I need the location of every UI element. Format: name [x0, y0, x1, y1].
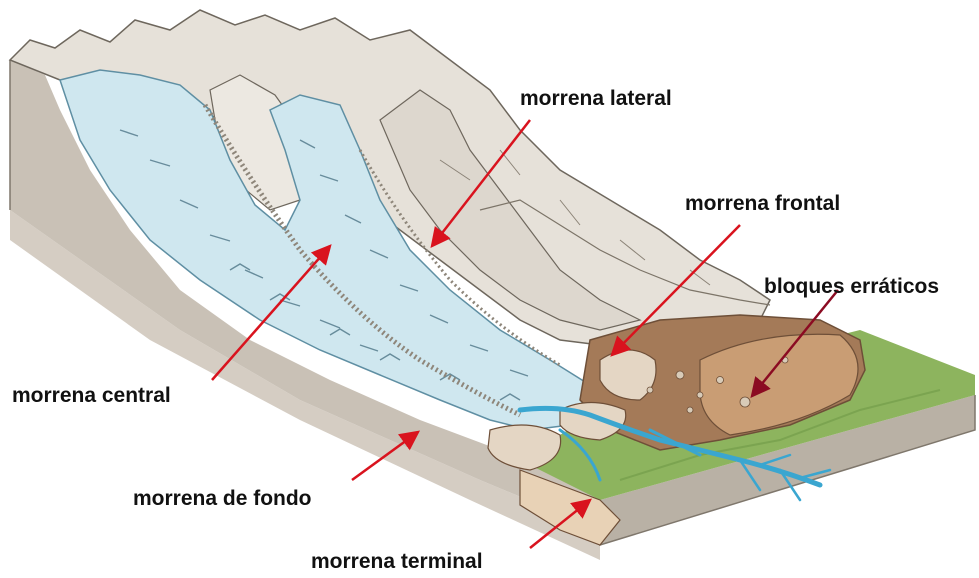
label-morrena-terminal: morrena terminal: [311, 551, 483, 572]
label-morrena-frontal: morrena frontal: [685, 193, 840, 214]
label-morrena-central: morrena central: [12, 385, 171, 406]
label-morrena-lateral: morrena lateral: [520, 88, 672, 109]
label-bloques-erraticos: bloques erráticos: [764, 276, 939, 297]
label-morrena-de-fondo: morrena de fondo: [133, 488, 312, 509]
